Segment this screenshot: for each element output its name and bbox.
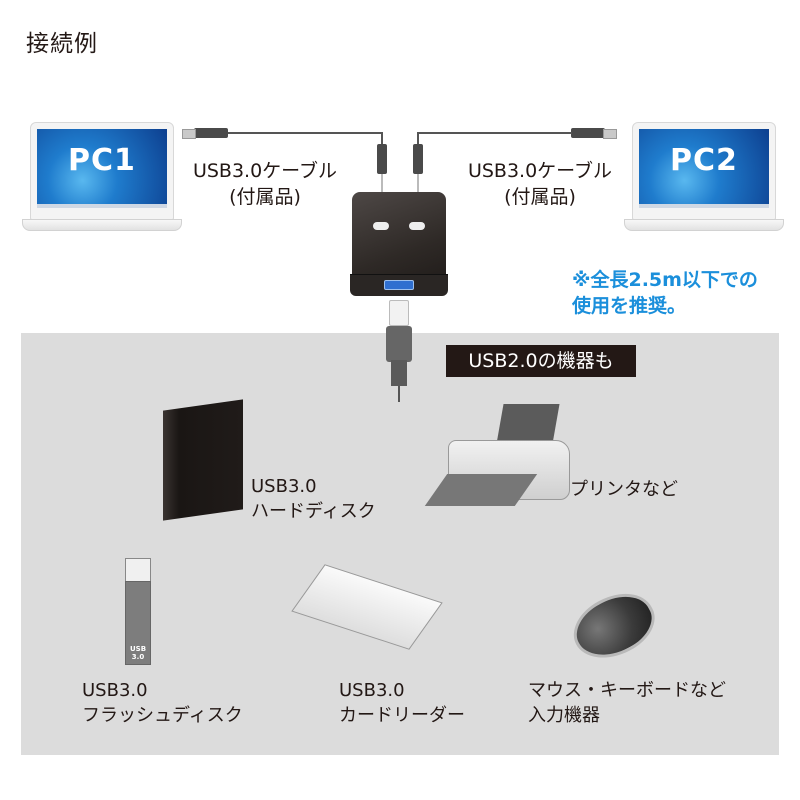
pc2-laptop: PC2 (624, 122, 784, 232)
device-label-line2: 入力機器 (528, 705, 600, 726)
device-label-line2: ハードディスク (251, 501, 376, 522)
device-label-line1: マウス・キーボードなど (528, 680, 726, 701)
cable-label-left: USB3.0ケーブル (付属品) (165, 158, 365, 210)
flash-disk-icon (125, 581, 151, 665)
cable-wire (398, 386, 400, 402)
device-label-line1: USB3.0 (339, 680, 405, 701)
flash-disk-marking: USB 3.0 (125, 645, 151, 661)
laptop-keyboard (22, 219, 182, 231)
usb-b-plug-icon (377, 144, 387, 174)
device-label-flash: USB3.0 フラッシュディスク (82, 678, 243, 728)
device-label-card-reader: USB3.0 カードリーダー (339, 678, 465, 728)
usb-connector (125, 558, 151, 582)
flash-marking-line1: USB (129, 645, 147, 653)
device-label-line1: USB3.0 (251, 476, 317, 497)
cable-label-line1: USB3.0ケーブル (192, 160, 338, 182)
usb-plug-neck (391, 360, 407, 386)
cable-wire (228, 132, 382, 134)
device-label-input: マウス・キーボードなど 入力機器 (528, 678, 726, 728)
note-line1: ※全長2.5m以下での (572, 269, 758, 291)
device-label-line1: プリンタなど (570, 479, 678, 500)
cable-wire (381, 132, 383, 144)
usb-a-plug-icon (182, 128, 228, 139)
plug-pin (381, 174, 383, 192)
device-label-line2: カードリーダー (339, 705, 465, 726)
flash-marking-line2: 3.0 (131, 653, 145, 661)
device-label-line2: フラッシュディスク (82, 705, 243, 726)
usb2-compat-badge: USB2.0の機器も (446, 345, 636, 377)
plug-pin (417, 174, 419, 192)
page-title: 接続例 (26, 31, 98, 57)
usb-switch-device (350, 192, 448, 296)
usb3-port-icon (384, 280, 414, 290)
laptop-keyboard (624, 219, 784, 231)
cable-label-line1: USB3.0ケーブル (467, 160, 613, 182)
note-line2: 使用を推奨。 (572, 295, 687, 317)
pc1-laptop: PC1 (22, 122, 182, 232)
pc1-label: PC1 (68, 143, 136, 178)
hard-disk-icon (163, 399, 243, 521)
cable-wire (418, 132, 572, 134)
pc2-label: PC2 (670, 143, 738, 178)
cable-label-right: USB3.0ケーブル (付属品) (440, 158, 640, 210)
usb-a-plug-icon (389, 300, 409, 326)
device-label-line1: USB3.0 (82, 680, 148, 701)
cable-label-line2: (付属品) (229, 186, 301, 208)
cable-wire (417, 132, 419, 144)
usb-plug-body (386, 326, 412, 362)
device-label-hdd: USB3.0 ハードディスク (251, 474, 376, 524)
cable-label-line2: (付属品) (504, 186, 576, 208)
length-note: ※全長2.5m以下での 使用を推奨。 (572, 267, 758, 319)
usb-a-plug-icon (571, 128, 605, 138)
switch-button-2 (409, 222, 425, 230)
device-label-printer: プリンタなど (570, 477, 678, 502)
devices-panel (21, 333, 779, 755)
usb-b-plug-icon (413, 144, 423, 174)
printer-paper-tray (496, 404, 560, 444)
switch-button-1 (373, 222, 389, 230)
